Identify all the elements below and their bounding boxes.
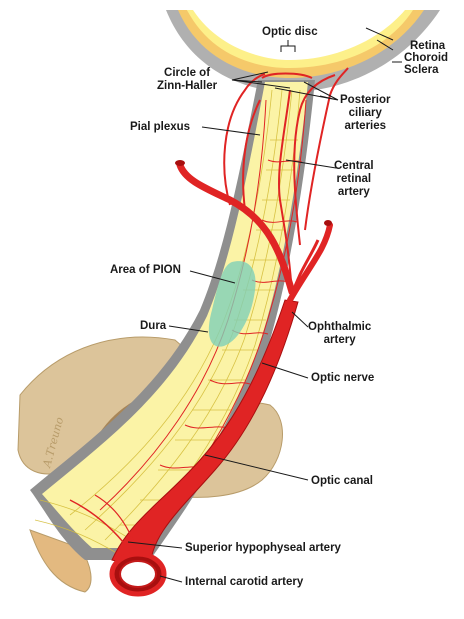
nerve-body bbox=[42, 82, 308, 548]
central-retinal-artery bbox=[278, 89, 293, 296]
globe-inner bbox=[200, 10, 398, 55]
leader-lines bbox=[127, 27, 402, 583]
ophthalmic-cut-end-right bbox=[324, 220, 332, 226]
label-dura: Dura bbox=[140, 320, 167, 332]
superior-hypophyseal-artery bbox=[69, 499, 129, 549]
sclera-layer bbox=[166, 10, 440, 92]
label-central-retinal-line1: Central bbox=[334, 160, 374, 172]
label-central-retinal-line2: retinal bbox=[336, 173, 372, 185]
label-circle-of-zinn-haller-line2: Zinn-Haller bbox=[157, 80, 218, 92]
label-ophthalmic-line2: artery bbox=[323, 334, 356, 346]
label-posterior-ciliary-line1: Posterior bbox=[340, 94, 391, 106]
label-internal-carotid-artery: Internal carotid artery bbox=[185, 576, 304, 588]
internal-carotid-trunk bbox=[111, 299, 299, 571]
label-superior-hypophyseal-artery: Superior hypophyseal artery bbox=[185, 542, 341, 554]
label-central-retinal-line3: artery bbox=[337, 186, 370, 198]
eye-globe bbox=[166, 10, 440, 92]
label-sclera: Sclera bbox=[404, 64, 439, 76]
label-circle-of-zinn-haller-line1: Circle of bbox=[164, 67, 211, 79]
choroid-layer bbox=[178, 10, 424, 78]
ophthalmic-artery bbox=[287, 222, 333, 303]
arteries bbox=[69, 67, 349, 597]
label-retina: Retina bbox=[410, 40, 446, 52]
pion-ischemic-area bbox=[208, 261, 256, 347]
posterior-ciliary-arteries bbox=[223, 67, 349, 246]
label-ophthalmic-line1: Ophthalmic bbox=[308, 321, 372, 333]
label-central-retinal-artery: Central retinal artery bbox=[334, 160, 374, 199]
label-pial-plexus: Pial plexus bbox=[130, 121, 191, 133]
label-optic-nerve: Optic nerve bbox=[311, 372, 375, 384]
label-posterior-ciliary-line2: ciliary bbox=[348, 107, 382, 119]
retina-layer bbox=[187, 10, 413, 68]
label-area-of-pion: Area of PION bbox=[110, 264, 181, 276]
label-optic-disc: Optic disc bbox=[262, 26, 318, 38]
label-circle-of-zinn-haller: Circle of Zinn-Haller bbox=[157, 67, 217, 93]
circle-of-zinn-haller bbox=[261, 72, 313, 79]
label-choroid: Choroid bbox=[404, 52, 449, 64]
label-optic-canal: Optic canal bbox=[311, 475, 373, 487]
ophthalmic-cut-end-left bbox=[175, 160, 185, 166]
label-ophthalmic-artery: Ophthalmic artery bbox=[308, 321, 371, 347]
label-posterior-ciliary-line3: arteries bbox=[344, 120, 387, 132]
label-posterior-ciliary-arteries: Posterior ciliary arteries bbox=[340, 94, 391, 133]
